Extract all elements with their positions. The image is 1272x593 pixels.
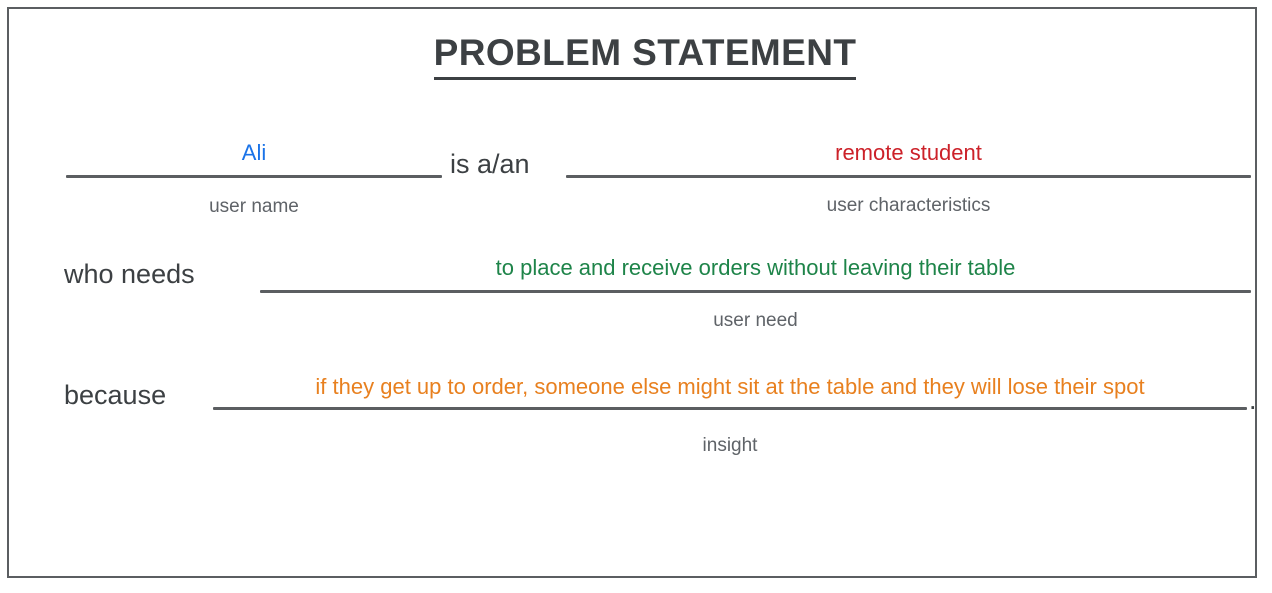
sentence-period: . [1249,385,1257,415]
insight-blank-line [213,407,1247,410]
user-name-caption: user name [209,196,299,217]
user-name-value[interactable]: Ali [241,140,267,165]
user-characteristics-caption: user characteristics [826,195,991,216]
insight-value[interactable]: if they get up to order, someone else mi… [315,374,1145,399]
user-name-blank-line [66,175,442,178]
connector-who-needs: who needs [64,259,195,289]
user-need-caption: user need [713,310,798,331]
page-title-text: PROBLEM STATEMENT [433,32,857,80]
insight-caption: insight [702,435,758,456]
page-title: PROBLEM STATEMENT [9,32,1272,80]
user-characteristics-value[interactable]: remote student [835,140,982,165]
worksheet-frame: PROBLEM STATEMENT Ali user name is a/an … [7,7,1257,578]
connector-is-a-an: is a/an [450,149,530,179]
user-characteristics-blank-line [566,175,1251,178]
user-need-blank-line [260,290,1251,293]
connector-because: because [64,380,167,410]
user-need-value[interactable]: to place and receive orders without leav… [495,255,1016,280]
